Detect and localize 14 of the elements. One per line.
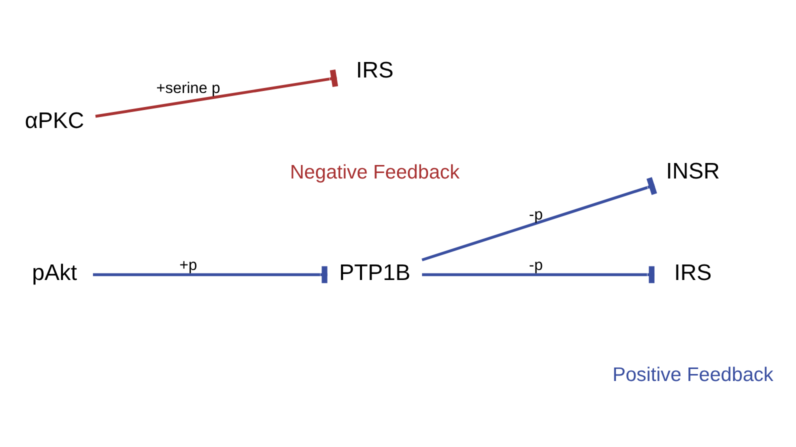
- node-text: pAkt: [32, 260, 78, 285]
- edge-label: +p: [179, 256, 198, 274]
- node-text: PTP1B: [339, 260, 410, 285]
- node-text: INSR: [666, 158, 720, 184]
- label: Negative Feedback: [290, 161, 460, 184]
- edge-label: -p: [529, 206, 543, 223]
- connector: [422, 176, 658, 261]
- label: Positive Feedback: [612, 364, 774, 386]
- node-text: IRS: [674, 260, 712, 285]
- node-text: IRS: [356, 56, 394, 82]
- edge-label: -p: [529, 256, 543, 274]
- edge-label: +serine p: [156, 79, 220, 96]
- node-text: αPKC: [24, 107, 84, 132]
- connector: [95, 68, 338, 118]
